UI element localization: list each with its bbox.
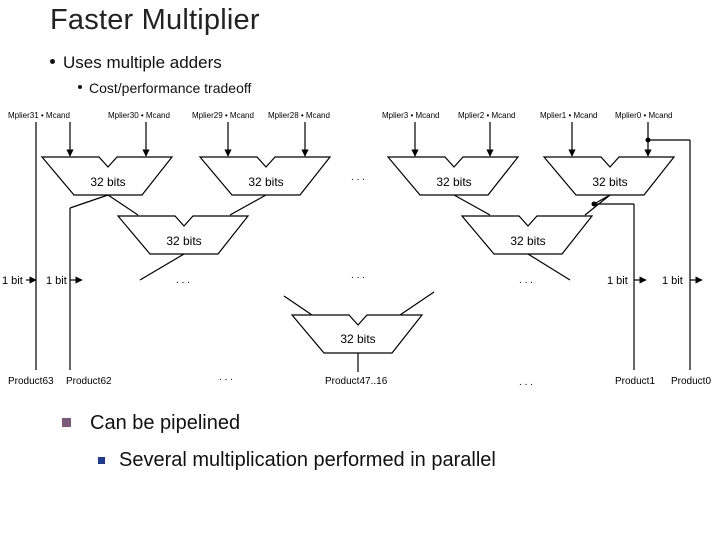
adder-label: 32 bits: [248, 175, 283, 189]
adder-level1: [198, 156, 332, 196]
adder-label: 32 bits: [592, 175, 627, 189]
square-bullet-icon: [98, 457, 105, 464]
multiplier-diagram: Mplier31 • Mcand Mplier30 • Mcand Mplier…: [2, 111, 711, 388]
bullet-uses-multiple-adders: Uses multiple adders: [50, 53, 222, 73]
adder-level1: [542, 156, 676, 196]
bullet-dot-icon: [78, 85, 82, 90]
input-label-mplier29: Mplier29 • Mcand: [192, 111, 254, 120]
connector: [453, 194, 491, 216]
output-label-product0: Product0: [671, 376, 711, 387]
connector: [69, 194, 109, 209]
bullet-can-be-pipelined: Can be pipelined: [62, 412, 240, 435]
input-label-mplier31: Mplier31 • Mcand: [8, 111, 70, 120]
ellipsis: . . .: [519, 377, 533, 388]
adder-final: [290, 314, 424, 354]
output-label-product47-16: Product47..16: [325, 376, 388, 387]
ellipsis: . . .: [519, 275, 533, 286]
wire-level2: [139, 253, 185, 281]
adder-label: 32 bits: [166, 234, 201, 248]
final-input-wire: [399, 291, 435, 316]
junction-dot: [645, 137, 651, 143]
adder-label: 32 bits: [90, 175, 125, 189]
bullet-text: Uses multiple adders: [63, 53, 222, 72]
final-input-wire: [283, 295, 313, 316]
ellipsis: . . .: [351, 172, 365, 183]
junction-dot: [591, 201, 597, 207]
square-bullet-icon: [62, 418, 71, 427]
input-label-mplier0: Mplier0 • Mcand: [615, 111, 673, 120]
ellipsis: . . .: [176, 275, 190, 286]
output-label-product62: Product62: [66, 376, 112, 387]
input-label-mplier3: Mplier3 • Mcand: [382, 111, 440, 120]
adder-label: 32 bits: [436, 175, 471, 189]
bullet-text: Several multiplication performed in para…: [119, 449, 496, 471]
connector: [229, 194, 267, 216]
output-label-product63: Product63: [8, 376, 54, 387]
ellipsis: . . .: [351, 270, 365, 281]
output-label-product1: Product1: [615, 376, 655, 387]
connector: [107, 194, 139, 216]
adder-level2: [460, 215, 594, 255]
adder-level1: [386, 156, 520, 196]
slide-title: Faster Multiplier: [50, 4, 260, 36]
adder-label: 32 bits: [340, 332, 375, 346]
bullet-several-multiplication: Several multiplication performed in para…: [98, 449, 496, 472]
adder-level1: [40, 156, 174, 196]
bullet-text: Can be pipelined: [90, 412, 241, 434]
input-label-mplier28: Mplier28 • Mcand: [268, 111, 330, 120]
ellipsis: . . .: [219, 372, 233, 383]
adder-label: 32 bits: [510, 234, 545, 248]
bullet-cost-performance: Cost/performance tradeoff: [78, 80, 251, 96]
bullet-dot-icon: [50, 59, 55, 65]
side-label: 1 bit: [2, 275, 23, 287]
side-label: 1 bit: [607, 275, 628, 287]
connector: [584, 194, 611, 216]
side-label: 1 bit: [46, 275, 67, 287]
adder-level2: [116, 215, 250, 255]
input-label-mplier30: Mplier30 • Mcand: [108, 111, 170, 120]
side-label: 1 bit: [662, 275, 683, 287]
connector: [593, 194, 611, 205]
input-label-mplier2: Mplier2 • Mcand: [458, 111, 516, 120]
input-label-mplier1: Mplier1 • Mcand: [540, 111, 598, 120]
bullet-text: Cost/performance tradeoff: [89, 80, 252, 96]
wire-level2: [527, 253, 571, 281]
